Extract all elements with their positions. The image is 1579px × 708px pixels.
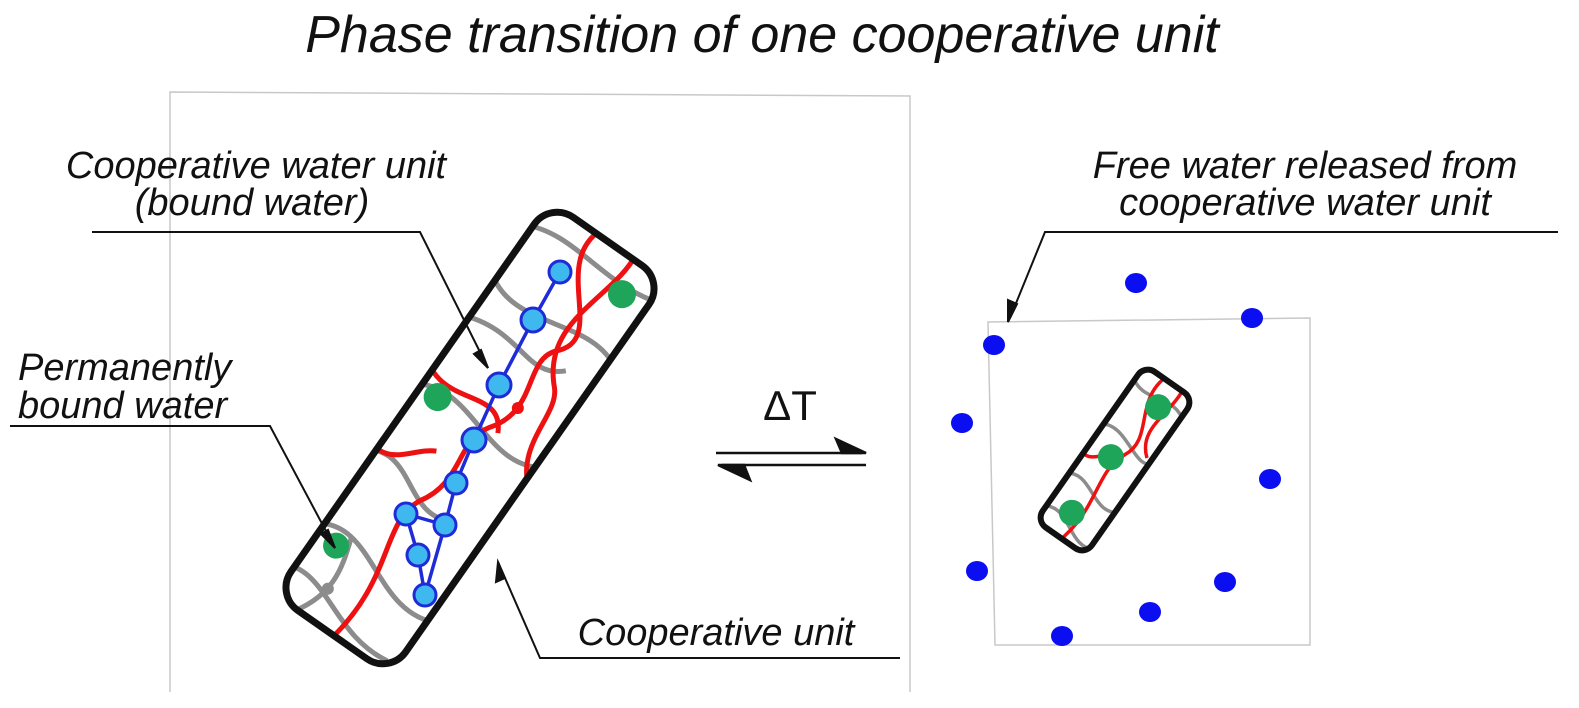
right-panel-frame — [987, 317, 1311, 646]
svg-text:Permanently: Permanently — [18, 347, 233, 389]
small-unit-outline — [1037, 366, 1193, 554]
pointer-arrow-icon — [319, 528, 336, 549]
svg-text:cooperative water unit: cooperative water unit — [1119, 182, 1492, 224]
cooperative-unit-small — [1037, 366, 1193, 554]
svg-text:Cooperative unit: Cooperative unit — [578, 612, 856, 654]
label-cooperative-water-unit: Cooperative water unit (bound water) — [66, 145, 489, 369]
crosslink-node — [321, 582, 334, 595]
water-molecule — [547, 259, 573, 285]
transition: ΔT — [716, 382, 867, 483]
svg-text:ΔT: ΔT — [763, 382, 817, 429]
free-water-molecule — [1051, 626, 1073, 646]
water-molecule — [432, 512, 458, 538]
water-molecule — [393, 501, 419, 527]
water-molecule — [519, 306, 547, 334]
label-free-water-released: Free water released from cooperative wat… — [1007, 145, 1558, 323]
leader-line — [10, 425, 336, 549]
cooperative-water-chain — [393, 259, 573, 608]
water-molecule — [460, 426, 488, 454]
reversible-arrows-icon — [716, 436, 867, 483]
red-crosslink-node — [511, 402, 524, 415]
pointer-arrow-icon — [472, 348, 489, 369]
left-panel-frame — [169, 91, 911, 692]
leader-line — [92, 231, 489, 369]
free-water-molecule — [983, 335, 1005, 355]
cooperative-unit-large — [282, 208, 665, 668]
free-water-molecule — [966, 561, 988, 581]
red-polymer-chains — [324, 225, 665, 645]
svg-text:Free water released from: Free water released from — [1093, 145, 1518, 187]
pointer-arrow-icon — [494, 558, 507, 584]
free-water-molecule — [951, 413, 973, 433]
diagram-title: Phase transition of one cooperative unit — [305, 6, 1221, 64]
water-molecule — [412, 582, 438, 608]
leader-line — [497, 561, 900, 659]
free-water-molecules — [951, 273, 1281, 646]
water-molecule — [485, 371, 513, 399]
cooperative-unit-outline — [282, 208, 658, 668]
label-permanently-bound-water: Permanently bound water — [10, 347, 336, 549]
leader-line — [1009, 231, 1558, 319]
svg-text:Cooperative water unit: Cooperative water unit — [66, 145, 448, 187]
free-water-molecule — [1241, 308, 1263, 328]
label-cooperative-unit: Cooperative unit — [494, 558, 900, 659]
free-water-molecule — [1139, 602, 1161, 622]
svg-text:(bound water): (bound water) — [135, 182, 369, 224]
svg-text:bound water: bound water — [18, 385, 228, 427]
free-water-molecule — [1125, 273, 1147, 293]
water-molecule — [405, 542, 431, 568]
free-water-molecule — [1259, 469, 1281, 489]
pointer-arrow-icon — [1007, 298, 1019, 323]
water-molecule — [443, 470, 469, 496]
free-water-molecule — [1214, 572, 1236, 592]
